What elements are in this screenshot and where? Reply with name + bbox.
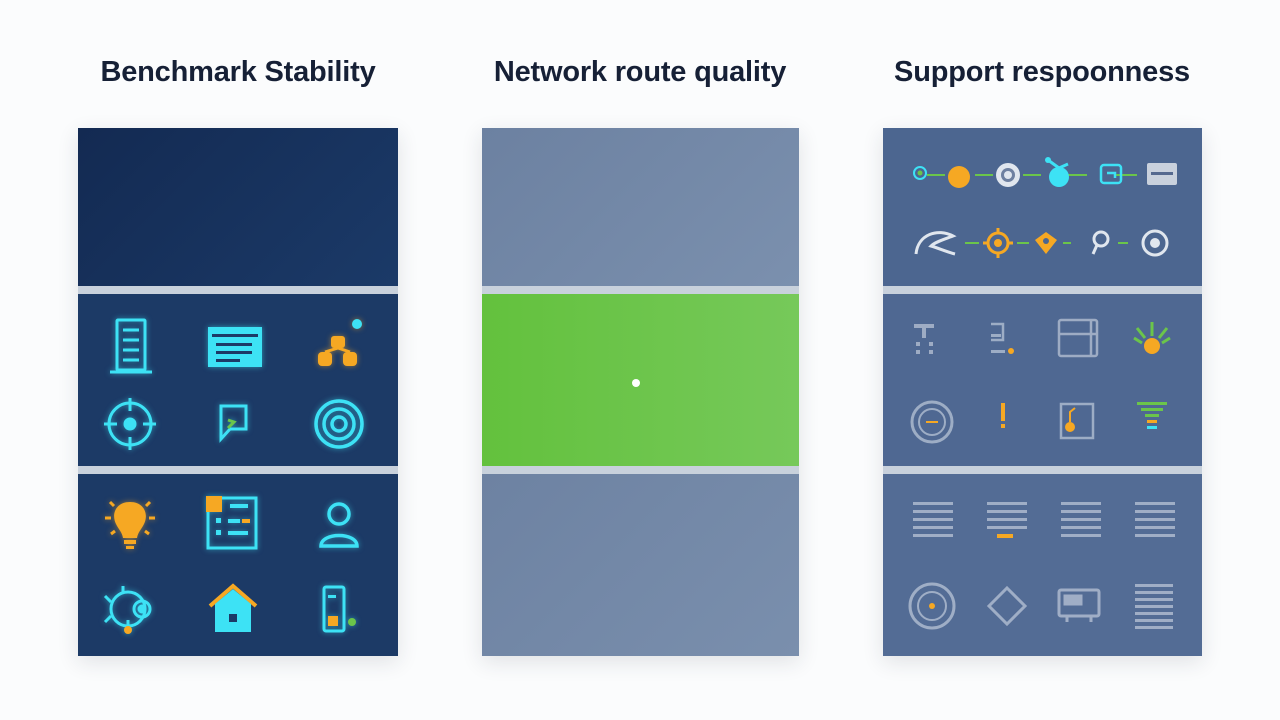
lines-icon	[913, 502, 953, 537]
sun-icon	[1133, 322, 1171, 354]
support-top-segment	[883, 128, 1202, 286]
lines-icon	[1135, 502, 1175, 537]
clock-icon	[1141, 229, 1169, 257]
lightbulb-icon	[105, 500, 155, 549]
radar-icon	[314, 399, 364, 449]
lines-icon	[987, 502, 1027, 538]
support-middle-segment	[883, 294, 1202, 466]
pin-icon	[1035, 232, 1071, 254]
lines-icon	[1061, 502, 1101, 537]
benchmark-panel	[78, 128, 398, 656]
progress-node-icon	[948, 166, 970, 188]
route-marker-dot	[632, 379, 640, 387]
ring-icon	[996, 163, 1020, 187]
diamond-icon	[986, 585, 1028, 627]
chat-bubble-icon	[219, 404, 248, 443]
home-icon	[208, 583, 258, 632]
column-title-benchmark: Benchmark Stability	[100, 56, 376, 88]
column-title-support: Support respoonness	[894, 56, 1190, 88]
gauge-icon	[910, 400, 954, 444]
support-bottom-segment	[883, 474, 1202, 656]
dial-icon	[908, 582, 956, 630]
column-title-network: Network route quality	[493, 56, 787, 88]
document-icon	[1059, 402, 1095, 440]
slider-icon	[1099, 163, 1123, 185]
gear-icon	[965, 228, 1029, 258]
network-top-segment	[482, 128, 799, 286]
support-panel	[883, 128, 1202, 656]
funnel-icon	[1137, 402, 1167, 429]
tablet-icon	[1057, 318, 1099, 358]
alert-icon	[1001, 403, 1005, 428]
arc-icon	[914, 231, 957, 256]
checklist-icon	[206, 496, 258, 550]
network-bottom-segment	[482, 474, 799, 656]
key-icon	[1091, 230, 1128, 255]
benchmark-middle-segment	[78, 294, 398, 466]
window-icon	[208, 327, 262, 367]
stack-icon	[1135, 584, 1173, 629]
monitor-icon	[1057, 588, 1101, 622]
network-middle-segment	[482, 294, 799, 466]
list-icon	[991, 322, 1014, 354]
benchmark-top-segment	[78, 128, 398, 286]
battery-icon	[1147, 163, 1177, 185]
benchmark-bottom-segment	[78, 474, 398, 656]
server-icon	[110, 318, 152, 374]
network-nodes-icon	[318, 319, 362, 366]
phone-battery-icon	[322, 585, 356, 633]
grid-icon	[914, 324, 934, 354]
target-icon	[104, 398, 156, 450]
user-icon	[319, 502, 359, 548]
link-icon	[1045, 157, 1069, 187]
network-panel	[482, 128, 799, 656]
brain-circuit-icon	[103, 586, 152, 634]
status-dot-icon	[913, 166, 927, 180]
